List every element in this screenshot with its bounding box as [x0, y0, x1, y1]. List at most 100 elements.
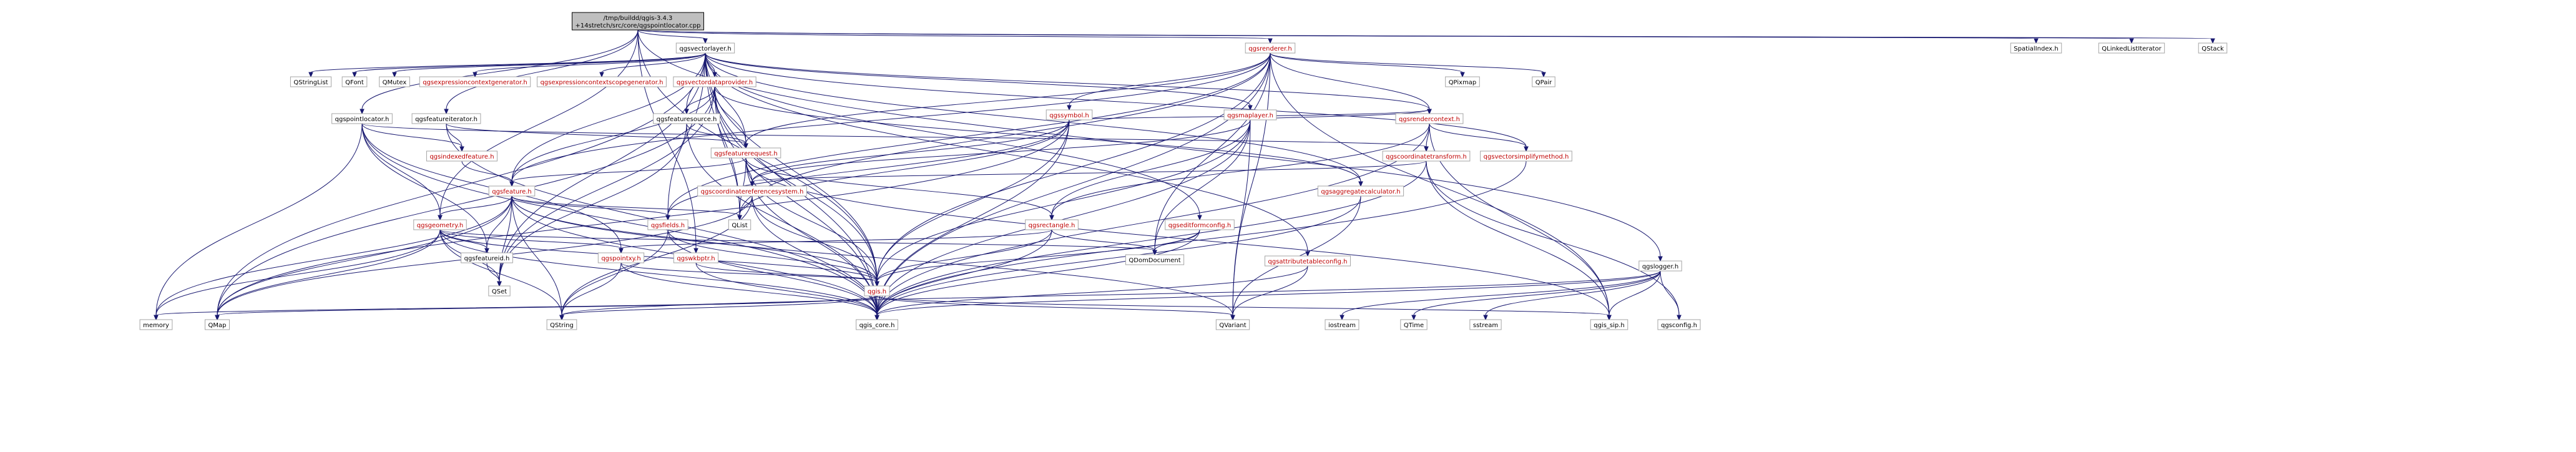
node-label: qgsrenderer.h — [1248, 46, 1292, 52]
edge-line — [745, 157, 878, 282]
node-box — [379, 76, 410, 87]
edge-line — [217, 86, 715, 316]
node-qgsfields[interactable]: qgsfields.h — [647, 219, 688, 230]
edge-arrowhead — [509, 181, 514, 187]
node-qgsvectorsimplifymethod[interactable]: qgsvectorsimplifymethod.h — [1480, 150, 1572, 162]
node-spatialindex[interactable]: SpatialIndex.h — [2010, 42, 2062, 54]
node-qgsvectordataprovider[interactable]: qgsvectordataprovider.h — [673, 76, 757, 87]
node-qgsindexedfeature[interactable]: qgsindexedfeature.h — [426, 150, 498, 162]
node-qgsfeaturesource[interactable]: qgsfeaturesource.h — [653, 113, 720, 124]
node-qgssymbol[interactable]: qgssymbol.h — [1046, 109, 1093, 120]
node-qgsconfig[interactable]: qgsconfig.h — [1657, 319, 1701, 330]
edge-line — [705, 52, 1430, 110]
edge-arrowhead — [750, 181, 755, 187]
node-qgsrenderer[interactable]: qgsrenderer.h — [1245, 42, 1296, 54]
node-box — [1025, 219, 1079, 230]
node-label: qgswkbptr.h — [677, 255, 715, 262]
node-qlinkedlistiterator[interactable]: QLinkedListIterator — [2098, 42, 2165, 54]
edge-qgsrectangle-to-qgspointxy — [619, 229, 1052, 254]
edge-qgscoordinatetransform-to-qgscrs — [750, 160, 1427, 187]
node-label: qgsconfig.h — [1661, 322, 1697, 329]
node-qgsattributetableconfig[interactable]: qgsattributetableconfig.h — [1265, 255, 1351, 267]
edge-line — [1154, 52, 1271, 251]
node-qgspointlocator[interactable]: qgspointlocator.h — [331, 113, 393, 124]
node-qmutex[interactable]: QMutex — [379, 76, 410, 87]
edge-line — [394, 52, 706, 73]
node-qgsrendercontext[interactable]: qgsrendercontext.h — [1395, 113, 1464, 124]
edge-qgsvectorlayer-to-qmutex — [392, 52, 706, 78]
node-qgsvectorlayer[interactable]: qgsvectorlayer.h — [675, 42, 735, 54]
node-qgsfeaturerequest[interactable]: qgsfeaturerequest.h — [710, 147, 781, 159]
node-qgis[interactable]: qgis.h — [864, 285, 890, 297]
node-qset[interactable]: QSet — [488, 285, 511, 297]
edge-arrowhead — [438, 215, 443, 221]
node-label: qgsfeaturesource.h — [657, 116, 717, 123]
node-qgsexprgen[interactable]: qgsexpressioncontextgenerator.h — [419, 76, 531, 87]
node-qgscoordinatetransform[interactable]: qgscoordinatetransform.h — [1382, 150, 1471, 162]
edge-line — [217, 52, 706, 316]
node-memory[interactable]: memory — [139, 319, 173, 330]
node-qvariant[interactable]: QVariant — [1215, 319, 1250, 330]
node-qgsgeometry[interactable]: qgsgeometry.h — [413, 219, 467, 230]
node-box — [1590, 319, 1628, 330]
node-qgsrectangle[interactable]: qgsrectangle.h — [1025, 219, 1079, 230]
node-qgspointxy[interactable]: qgspointxy.h — [597, 252, 645, 263]
node-qstringlist[interactable]: QStringList — [290, 76, 332, 87]
node-qgslogger[interactable]: qgslogger.h — [1638, 260, 1682, 272]
edge-arrowhead — [1339, 315, 1344, 321]
node-qstack[interactable]: QStack — [2198, 42, 2228, 54]
node-qgsmaplayer[interactable]: qgsmaplayer.h — [1223, 109, 1277, 120]
node-root[interactable]: /tmp/buildd/qgis-3.4.3+14stretch/src/cor… — [572, 12, 704, 31]
edge-line — [511, 195, 740, 216]
node-qlist[interactable]: QList — [728, 219, 752, 230]
node-box — [653, 113, 720, 124]
node-qfont[interactable]: QFont — [341, 76, 368, 87]
edge-line — [637, 29, 1271, 39]
edge-line — [752, 160, 1427, 182]
node-box — [1265, 255, 1351, 267]
edge-line — [876, 270, 1661, 316]
node-qgis_sip[interactable]: qgis_sip.h — [1590, 319, 1628, 330]
edge-line — [1051, 229, 1155, 251]
edge-layer — [154, 29, 2215, 321]
edge-arrowhead — [599, 72, 604, 78]
edge-line — [361, 123, 463, 147]
node-qgsfeatureiterator[interactable]: qgsfeatureiterator.h — [411, 113, 481, 124]
edge-qgslogger-to-qstring — [559, 270, 1661, 321]
node-box — [673, 252, 719, 263]
edge-arrowhead — [1049, 215, 1054, 221]
edge-arrowhead — [1524, 146, 1529, 152]
edge-arrowhead — [1541, 72, 1546, 78]
node-qgswkbptr[interactable]: qgswkbptr.h — [673, 252, 719, 263]
node-iostream[interactable]: iostream — [1325, 319, 1359, 330]
edge-qgsvectorlayer-to-qgsmaplayer — [705, 52, 1253, 111]
node-label: qgspointxy.h — [601, 255, 640, 262]
node-qgsfeatureid[interactable]: qgsfeatureid.h — [461, 252, 513, 263]
node-box — [675, 42, 735, 54]
node-sstream[interactable]: sstream — [1469, 319, 1502, 330]
node-qtime[interactable]: QTime — [1400, 319, 1428, 330]
node-qmap[interactable]: QMap — [205, 319, 230, 330]
node-label: qgsindexedfeature.h — [429, 154, 494, 160]
node-qgseditformconfig[interactable]: qgseditformconfig.h — [1165, 219, 1235, 230]
edge-line — [876, 119, 1251, 282]
node-qpixmap[interactable]: QPixmap — [1445, 76, 1480, 87]
edge-qgsfeature-to-qgsgeometry — [438, 195, 512, 221]
node-label: QMutex — [383, 79, 407, 86]
node-qgsexprscopegen[interactable]: qgsexpressioncontextscopegenerator.h — [537, 76, 667, 87]
node-qstring[interactable]: QString — [546, 319, 577, 330]
node-qdomdocument[interactable]: QDomDocument — [1125, 254, 1185, 265]
node-qpair[interactable]: QPair — [1532, 76, 1555, 87]
edge-arrowhead — [1067, 105, 1072, 111]
node-qgsfeature[interactable]: qgsfeature.h — [488, 185, 536, 197]
edge-qgslogger-to-qgis_core — [874, 270, 1661, 321]
node-qgis_core[interactable]: qgis_core.h — [856, 319, 898, 330]
edge-line — [876, 229, 1052, 282]
node-box — [1325, 319, 1359, 330]
edge-line — [1426, 160, 1680, 316]
node-qgsaggregatecalculator[interactable]: qgsaggregatecalculator.h — [1317, 185, 1404, 197]
edge-line — [667, 229, 878, 282]
node-box — [205, 319, 230, 330]
node-qgscrs[interactable]: qgscoordinatereferencesystem.h — [697, 185, 807, 197]
node-box — [331, 113, 393, 124]
